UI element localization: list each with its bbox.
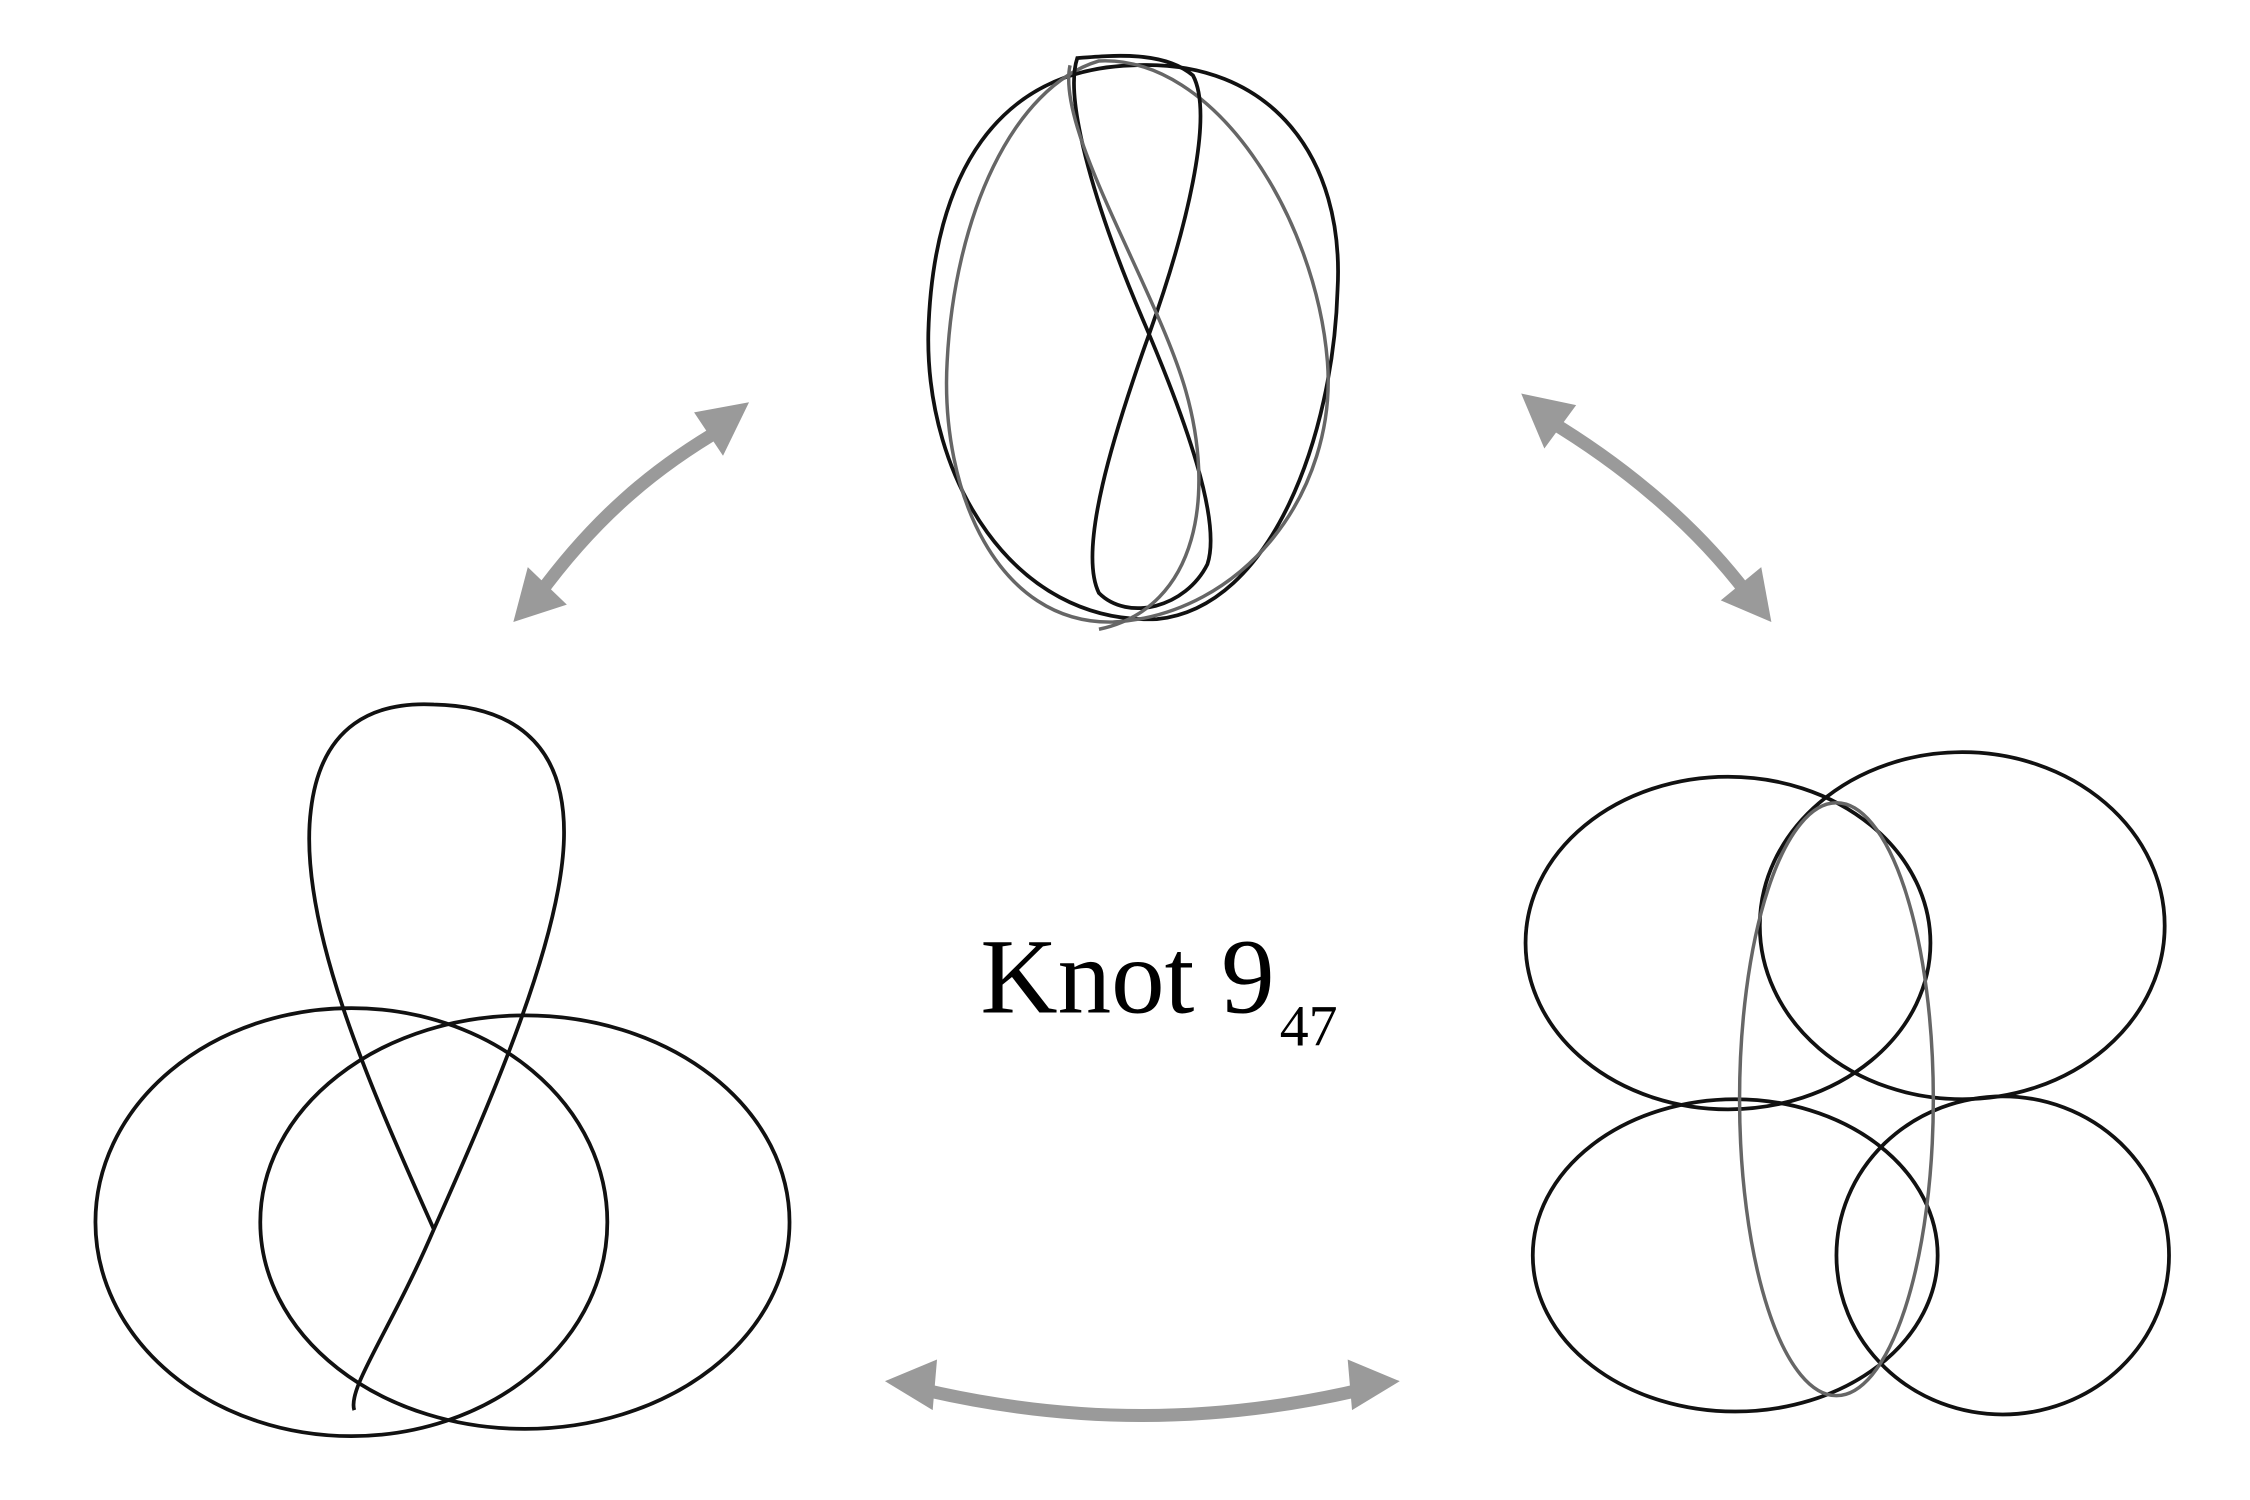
knot-top-3d bbox=[926, 53, 1340, 631]
knot-right-planar bbox=[1523, 750, 2171, 1417]
arrow-top-right bbox=[1521, 393, 1772, 623]
figure-title: Knot 9 bbox=[980, 918, 1274, 1036]
arrow-left-top bbox=[513, 402, 750, 623]
figure-title-subscript: 47 bbox=[1280, 994, 1338, 1059]
arrow-bottom bbox=[884, 1359, 1400, 1423]
knot-left-planar bbox=[93, 702, 792, 1439]
